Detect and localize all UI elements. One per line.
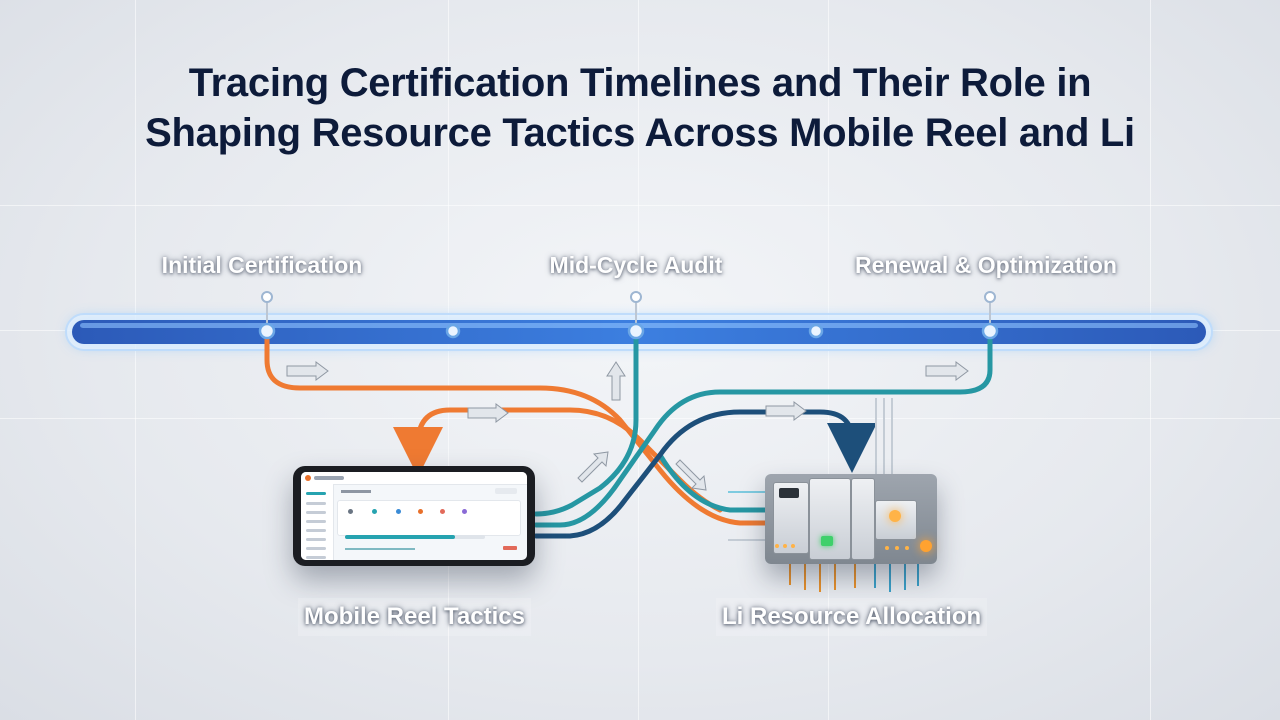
milestone-label-renewal: Renewal & Optimization	[855, 252, 1117, 278]
mobile-alert-tag	[503, 546, 517, 550]
milestone-markers	[258, 291, 999, 340]
mobile-app-header	[301, 472, 527, 485]
mobile-screen	[301, 472, 527, 560]
marker-renewal-optimization	[981, 291, 999, 340]
title-line-1: Tracing Certification Timelines and Thei…	[188, 61, 1092, 105]
mobile-progress-bar	[345, 535, 455, 539]
mobile-page-heading	[341, 490, 371, 493]
indicator-led-icon	[775, 544, 779, 548]
flow-line-teal	[533, 327, 639, 517]
grid-line	[0, 418, 1280, 419]
flow-line-teal-controller	[657, 452, 769, 513]
flow-lines	[264, 327, 993, 539]
timeline-dot	[445, 323, 461, 339]
arrow-up-icon	[606, 361, 626, 401]
controller-module	[809, 478, 851, 560]
card-icon	[462, 509, 467, 514]
arrow-diagonal-icon	[577, 451, 609, 483]
app-logo-icon	[305, 475, 311, 481]
flow-line-teal-renewal	[533, 327, 993, 528]
app-name-placeholder	[314, 476, 344, 480]
indicator-led-icon	[895, 546, 899, 550]
card-icon	[418, 509, 423, 514]
indicator-led-icon	[905, 546, 909, 550]
section-label-mobile: Mobile Reel Tactics	[298, 598, 531, 636]
mobile-sidebar	[301, 484, 334, 560]
milestone-label-initial: Initial Certification	[161, 252, 363, 278]
flow-line-orange	[264, 327, 769, 526]
arrow-diagonal-icon	[675, 459, 707, 491]
status-led-icon	[889, 510, 901, 522]
resource-controller	[765, 474, 937, 564]
arrow-right-icon	[925, 361, 969, 381]
mobile-action-button	[495, 488, 517, 494]
flow-line-navy	[533, 409, 877, 539]
status-led-icon	[920, 540, 932, 552]
mobile-card	[337, 500, 521, 536]
card-icon	[348, 509, 353, 514]
indicator-led-icon	[791, 544, 795, 548]
marker-mid-cycle-audit	[627, 291, 645, 340]
controller-cables	[728, 398, 919, 592]
arrow-right-icon	[765, 401, 807, 421]
status-led-icon	[821, 536, 833, 546]
card-icon	[372, 509, 377, 514]
title-line-2: Shaping Resource Tactics Across Mobile R…	[145, 111, 1135, 155]
indicator-led-icon	[885, 546, 889, 550]
page-title: Tracing Certification Timelines and Thei…	[0, 58, 1280, 158]
section-label-resource: Li Resource Allocation	[716, 598, 988, 636]
arrow-right-icon	[286, 361, 329, 381]
direction-arrows	[286, 361, 969, 491]
card-icon	[440, 509, 445, 514]
marker-initial-certification	[258, 291, 276, 340]
mobile-device	[293, 466, 535, 566]
grid-line	[448, 0, 449, 720]
grid-line	[1150, 0, 1151, 720]
controller-module	[851, 478, 875, 560]
mobile-text-line	[345, 548, 415, 550]
grid-line	[828, 0, 829, 720]
grid-line	[0, 205, 1280, 206]
arrow-right-icon	[467, 403, 509, 423]
grid-line	[135, 0, 136, 720]
timeline-dot	[808, 323, 824, 339]
controller-display	[779, 488, 799, 498]
indicator-led-icon	[783, 544, 787, 548]
card-icon	[396, 509, 401, 514]
milestone-label-mid-cycle: Mid-Cycle Audit	[549, 252, 723, 278]
